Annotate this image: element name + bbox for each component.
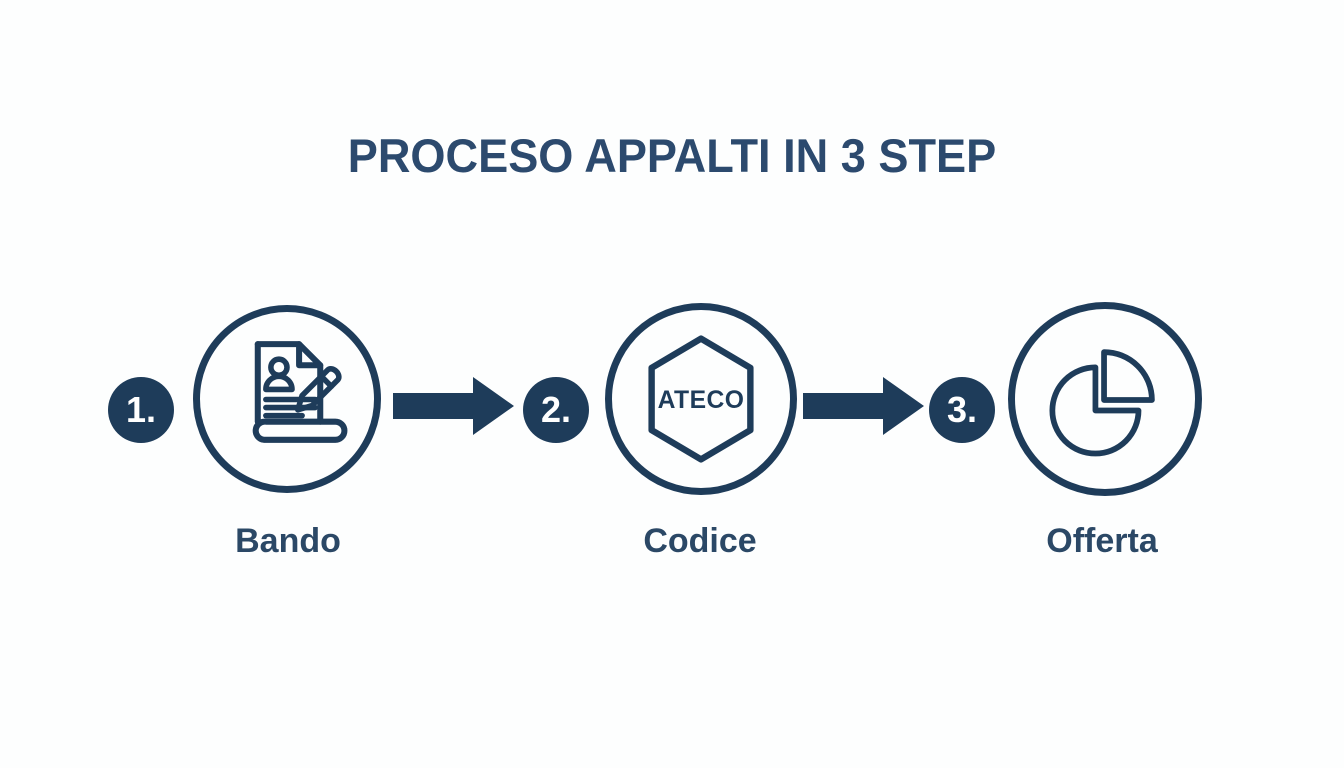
arrow-right-icon xyxy=(393,374,515,438)
step-number: 1. xyxy=(125,389,157,430)
document-pencil-icon xyxy=(221,331,353,467)
step-number: 2. xyxy=(540,389,572,430)
step-number-badge: 2. xyxy=(523,377,589,443)
arrow-right-icon xyxy=(803,374,925,438)
step-icon-circle xyxy=(1008,302,1202,496)
step-number-badge: 1. xyxy=(108,377,174,443)
step-number-badge: 3. xyxy=(929,377,995,443)
step-label: Offerta xyxy=(1046,522,1158,560)
ateco-hexagon-icon: ATECO xyxy=(637,329,765,469)
step-label: Bando xyxy=(235,522,341,560)
pie-chart-icon xyxy=(1038,332,1172,466)
step-icon-circle: ATECO xyxy=(605,303,797,495)
step-label: Codice xyxy=(643,522,757,560)
step-icon-circle xyxy=(193,305,381,493)
page-title: PROCESO APPALTI IN 3 STEP xyxy=(347,129,997,182)
hexagon-label: ATECO xyxy=(658,387,745,414)
step-number: 3. xyxy=(946,389,978,430)
